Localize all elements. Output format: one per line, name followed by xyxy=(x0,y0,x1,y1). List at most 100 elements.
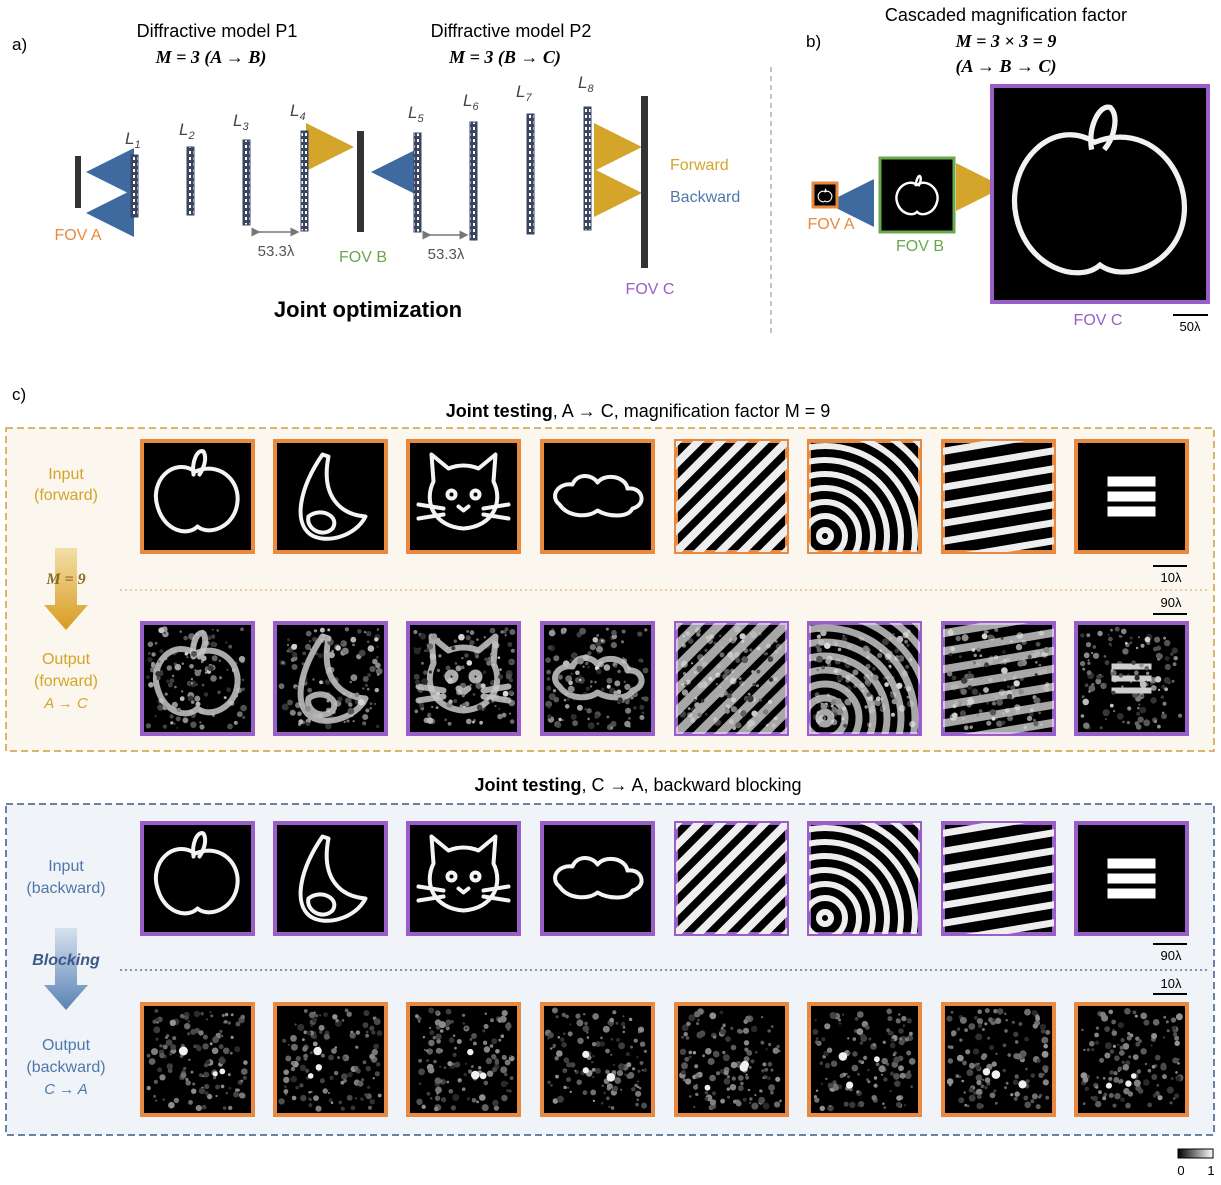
colorbar-min: 0 xyxy=(1177,1163,1184,1178)
forward-test-title: Joint testing, A → C, magnification fact… xyxy=(446,401,831,421)
fwd-output-label: (forward) xyxy=(34,673,98,690)
layer-l7 xyxy=(526,113,535,235)
layer-l3 xyxy=(242,139,251,226)
bwd-output-label: Output xyxy=(42,1037,91,1054)
panel-c: c) Joint testing, A → C, magnification f… xyxy=(5,385,1215,1178)
panel-b-letter: b) xyxy=(806,32,821,51)
fov-b-plane xyxy=(357,131,364,232)
panel-b-formula: M = 3 × 3 = 9 xyxy=(955,31,1057,51)
diagonal-stripes-tile xyxy=(674,621,789,736)
model-p2-title: Diffractive model P2 xyxy=(431,21,592,41)
bwd-output-label: (backward) xyxy=(26,1059,105,1076)
apple-image xyxy=(895,174,939,216)
fov-b-label: FOV B xyxy=(339,249,387,266)
layer-l1 xyxy=(130,154,139,218)
scale-label: 10λ xyxy=(1161,976,1182,991)
backward-label: Backward xyxy=(670,189,740,206)
colorbar xyxy=(1177,1148,1214,1159)
cloud-tile xyxy=(540,439,655,554)
apple-tile xyxy=(140,821,255,936)
fov-a-plane xyxy=(75,156,81,208)
spacing-label-p1: 53.3λ xyxy=(258,243,295,260)
layer-l6 xyxy=(469,121,478,241)
fov-c-box xyxy=(990,84,1210,304)
panel-a-letter: a) xyxy=(12,35,27,54)
panel-b-fov-b: FOV B xyxy=(896,238,944,255)
layer-l2 xyxy=(186,146,195,216)
cat-tile xyxy=(406,821,521,936)
three-bars-tile xyxy=(1074,621,1189,736)
layer-label: L4 xyxy=(290,101,306,123)
concentric-rings-tile xyxy=(807,1002,922,1117)
layer-label: L7 xyxy=(516,82,532,104)
cloud-tile xyxy=(540,1002,655,1117)
apple-tile xyxy=(140,439,255,554)
panel-c-letter: c) xyxy=(12,385,26,404)
bwd-input-label: Input xyxy=(48,858,84,875)
cat-tile xyxy=(406,621,521,736)
image-grid xyxy=(140,439,1189,1117)
diagonal-stripes-tile xyxy=(674,1002,789,1117)
cloud-tile xyxy=(540,621,655,736)
concentric-rings-tile xyxy=(807,439,922,554)
concentric-rings-tile xyxy=(807,621,922,736)
layer-l4 xyxy=(300,130,309,232)
apple-tile xyxy=(140,1002,255,1117)
apple-image xyxy=(1011,104,1188,276)
diagonal-stripes-tile xyxy=(674,821,789,936)
tilted-stripes-tile xyxy=(941,621,1056,736)
fov-b-box xyxy=(878,156,956,234)
scale-label: 10λ xyxy=(1161,570,1182,585)
panel-b: b) Cascaded magnification factor M = 3 ×… xyxy=(806,5,1210,334)
model-p1-mag: M = 3 (A → B) xyxy=(155,47,267,68)
three-bars-tile xyxy=(1074,821,1189,936)
joint-optimization-label: Joint optimization xyxy=(274,297,462,322)
banana-tile xyxy=(273,821,388,936)
layer-l5 xyxy=(413,132,422,233)
banana-tile xyxy=(273,621,388,736)
model-p1-title: Diffractive model P1 xyxy=(137,21,298,41)
scale-label: 90λ xyxy=(1161,595,1182,610)
diagonal-stripes-tile xyxy=(674,439,789,554)
apple-tile xyxy=(140,621,255,736)
fwd-output-label: A → C xyxy=(43,695,88,712)
three-bars-tile xyxy=(1074,1002,1189,1117)
banana-tile xyxy=(273,1002,388,1117)
backward-test-title: Joint testing, C → A, backward blocking xyxy=(474,775,801,795)
layer-l8 xyxy=(583,106,592,231)
fwd-down-arrow xyxy=(44,548,88,630)
colorbar-max: 1 xyxy=(1207,1163,1214,1178)
bwd-input-label: (backward) xyxy=(26,880,105,897)
model-p2-mag: M = 3 (B → C) xyxy=(448,47,561,68)
layer-label: L2 xyxy=(179,120,195,142)
panel-b-title: Cascaded magnification factor xyxy=(885,5,1127,25)
fov-c-plane xyxy=(641,96,648,268)
cat-tile xyxy=(406,1002,521,1117)
tilted-stripes-tile xyxy=(941,821,1056,936)
tilted-stripes-tile xyxy=(941,1002,1056,1117)
panel-b-fov-a: FOV A xyxy=(807,216,854,233)
banana-tile xyxy=(273,439,388,554)
layer-label: L1 xyxy=(125,129,141,151)
layer-label: L8 xyxy=(578,73,594,95)
fwd-input-label: Input xyxy=(48,466,84,483)
fwd-input-label: (forward) xyxy=(34,487,98,504)
forward-label: Forward xyxy=(670,157,729,174)
spacing-label-p2: 53.3λ xyxy=(428,246,465,263)
layer-label: L5 xyxy=(408,103,424,125)
apple-image xyxy=(817,188,833,203)
tilted-stripes-tile xyxy=(941,439,1056,554)
bwd-down-arrow xyxy=(44,928,88,1010)
fwd-arrow-label: M = 9 xyxy=(45,571,85,588)
scale-label: 50λ xyxy=(1180,319,1201,334)
three-bars-tile xyxy=(1074,439,1189,554)
bwd-output-label: C → A xyxy=(44,1081,88,1098)
scale-label: 90λ xyxy=(1161,948,1182,963)
layer-label: L3 xyxy=(233,111,249,133)
fov-c-label: FOV C xyxy=(626,281,675,298)
fwd-output-label: Output xyxy=(42,651,91,668)
layer-label: L6 xyxy=(463,91,479,113)
cat-tile xyxy=(406,439,521,554)
panel-b-fov-c: FOV C xyxy=(1074,312,1123,329)
